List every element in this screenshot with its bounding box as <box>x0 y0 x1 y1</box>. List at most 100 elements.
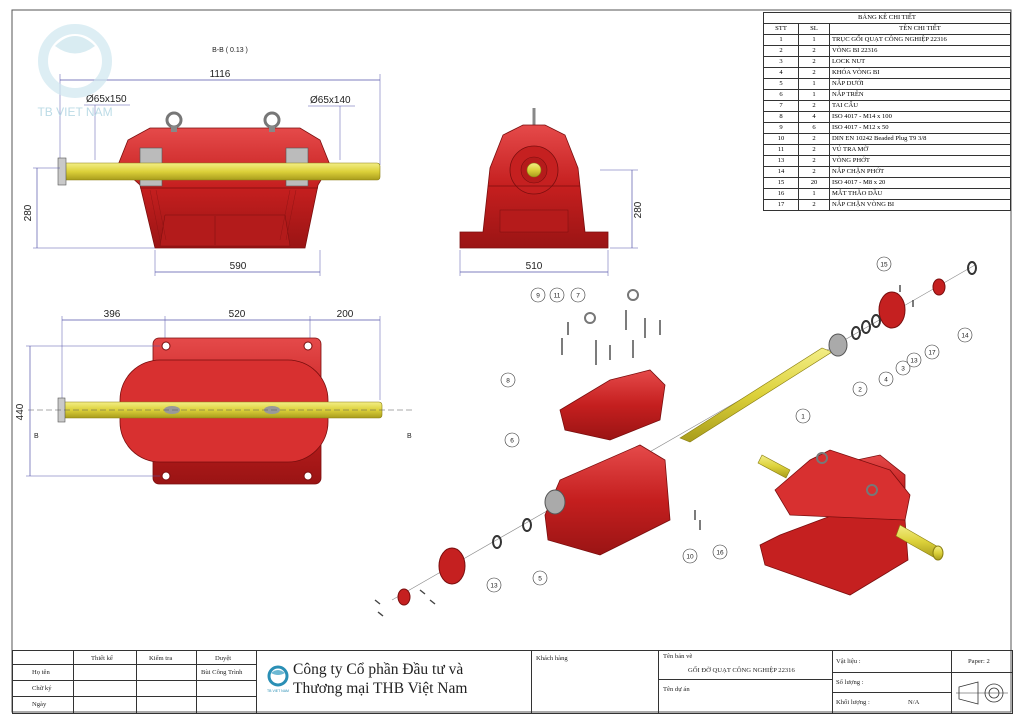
balloon: 2 <box>852 381 868 397</box>
balloon: 17 <box>924 344 940 360</box>
bom-cell-stt: 2 <box>763 45 799 57</box>
tb-row-date: Ngày <box>32 701 47 708</box>
bom-cell-sl: 2 <box>798 199 830 211</box>
svg-text:13: 13 <box>490 583 498 590</box>
bom-cell-sl: 6 <box>798 122 830 134</box>
tb-mass-value: N/A <box>908 699 920 706</box>
bom-cell-name: NẮP TRÊN <box>829 89 1011 101</box>
section-mark-right: B <box>407 433 412 440</box>
bom-cell-sl: 2 <box>798 166 830 178</box>
tb-approver: Bùi Công Trình <box>201 669 243 676</box>
bom-cell-name: ISO 4017 - M8 x 20 <box>829 177 1011 189</box>
company-name-line2: Thương mại THB Việt Nam <box>293 680 468 697</box>
bom-cell-stt: 9 <box>763 122 799 134</box>
section-label: B-B ( 0.13 ) <box>212 47 248 54</box>
title-block: Thiết kế Kiểm tra Duyệt Họ tên Chữ ký Ng… <box>12 650 1013 714</box>
bom-cell-sl: 20 <box>798 177 830 189</box>
tb-material-label: Vật liệu : <box>836 658 861 665</box>
bom-cell-stt: 15 <box>763 177 799 189</box>
svg-text:11: 11 <box>554 293 561 300</box>
bom-cell-sl: 2 <box>798 155 830 167</box>
balloon: 13 <box>486 577 502 593</box>
tb-drawing-name-label: Tên bản vẽ <box>663 653 693 660</box>
tb-paper: Paper: 2 <box>968 658 990 665</box>
dim-height-front: 280 <box>23 204 34 221</box>
svg-text:16: 16 <box>716 550 724 557</box>
bom-cell-name: NẮP CHẶN VÒNG BI <box>829 199 1011 211</box>
side-view: 280 510 <box>459 108 644 276</box>
svg-text:7: 7 <box>576 293 580 300</box>
bom-cell-sl: 2 <box>798 67 830 79</box>
dim-top-height: 440 <box>15 403 26 420</box>
bom-cell-name: VÒNG BI 22316 <box>829 45 1011 57</box>
balloon: 9 <box>530 287 546 303</box>
svg-text:3: 3 <box>901 366 905 373</box>
bom-cell-sl: 4 <box>798 111 830 123</box>
svg-text:17: 17 <box>928 350 936 357</box>
dim-top-left: 396 <box>104 309 121 320</box>
bom-cell-stt: 16 <box>763 188 799 200</box>
company-logo-text: TB VIET NAM <box>267 689 289 693</box>
bom-cell-stt: 10 <box>763 133 799 145</box>
bom-cell-stt: 14 <box>763 166 799 178</box>
svg-text:2: 2 <box>858 387 862 394</box>
bom-cell-stt: 6 <box>763 89 799 101</box>
tb-drawing-name: GỐI ĐỠ QUẠT CÔNG NGHIỆP 22316 <box>688 667 795 674</box>
dim-overall-length: 1116 <box>210 69 231 80</box>
balloon: 7 <box>570 287 586 303</box>
dim-top-right: 200 <box>337 309 354 320</box>
svg-text:9: 9 <box>536 293 540 300</box>
tb-row-name: Họ tên <box>32 669 50 676</box>
bom-cell-sl: 2 <box>798 133 830 145</box>
bom-cell-stt: 3 <box>763 56 799 68</box>
bom-title: BẢNG KÊ CHI TIẾT <box>763 12 1011 24</box>
svg-text:8: 8 <box>506 378 510 385</box>
bom-cell-name: NẮP CHẶN PHỚT <box>829 166 1011 178</box>
watermark-logo-text: TB VIET NAM <box>37 105 112 119</box>
balloon: 8 <box>500 372 516 388</box>
bom-cell-name: KHÓA VÒNG BI <box>829 67 1011 79</box>
bom-cell-sl: 1 <box>798 188 830 200</box>
bom-cell-name: ISO 4017 - M12 x 50 <box>829 122 1011 134</box>
bom-cell-sl: 2 <box>798 100 830 112</box>
svg-text:5: 5 <box>538 576 542 583</box>
dim-shaft-right: Ø65x140 <box>310 95 351 106</box>
bom-header-name: TÊN CHI TIẾT <box>829 23 1011 35</box>
bom-cell-name: TAI CẨU <box>829 100 1011 112</box>
bom-cell-stt: 1 <box>763 34 799 46</box>
balloon: 14 <box>957 327 973 343</box>
balloon: 3 <box>895 360 911 376</box>
svg-text:6: 6 <box>510 438 514 445</box>
svg-text:4: 4 <box>884 377 888 384</box>
svg-text:14: 14 <box>961 333 969 340</box>
bom-cell-name: VÚ TRA MỠ <box>829 144 1011 156</box>
balloon: 16 <box>712 544 728 560</box>
svg-text:13: 13 <box>910 358 918 365</box>
dim-height-side: 280 <box>633 201 644 218</box>
dim-base-length: 590 <box>230 261 247 272</box>
svg-text:1: 1 <box>801 414 805 421</box>
balloon: 15 <box>876 256 892 272</box>
bom-cell-sl: 2 <box>798 45 830 57</box>
balloon: 1 <box>795 408 811 424</box>
part-balloons: 1 2 3 4 5 6 7 8 9 10 11 13 13 14 15 16 1… <box>486 256 973 593</box>
bom-cell-stt: 7 <box>763 100 799 112</box>
svg-text:10: 10 <box>686 554 694 561</box>
dim-top-mid: 520 <box>229 309 246 320</box>
section-mark-left: B <box>34 433 39 440</box>
